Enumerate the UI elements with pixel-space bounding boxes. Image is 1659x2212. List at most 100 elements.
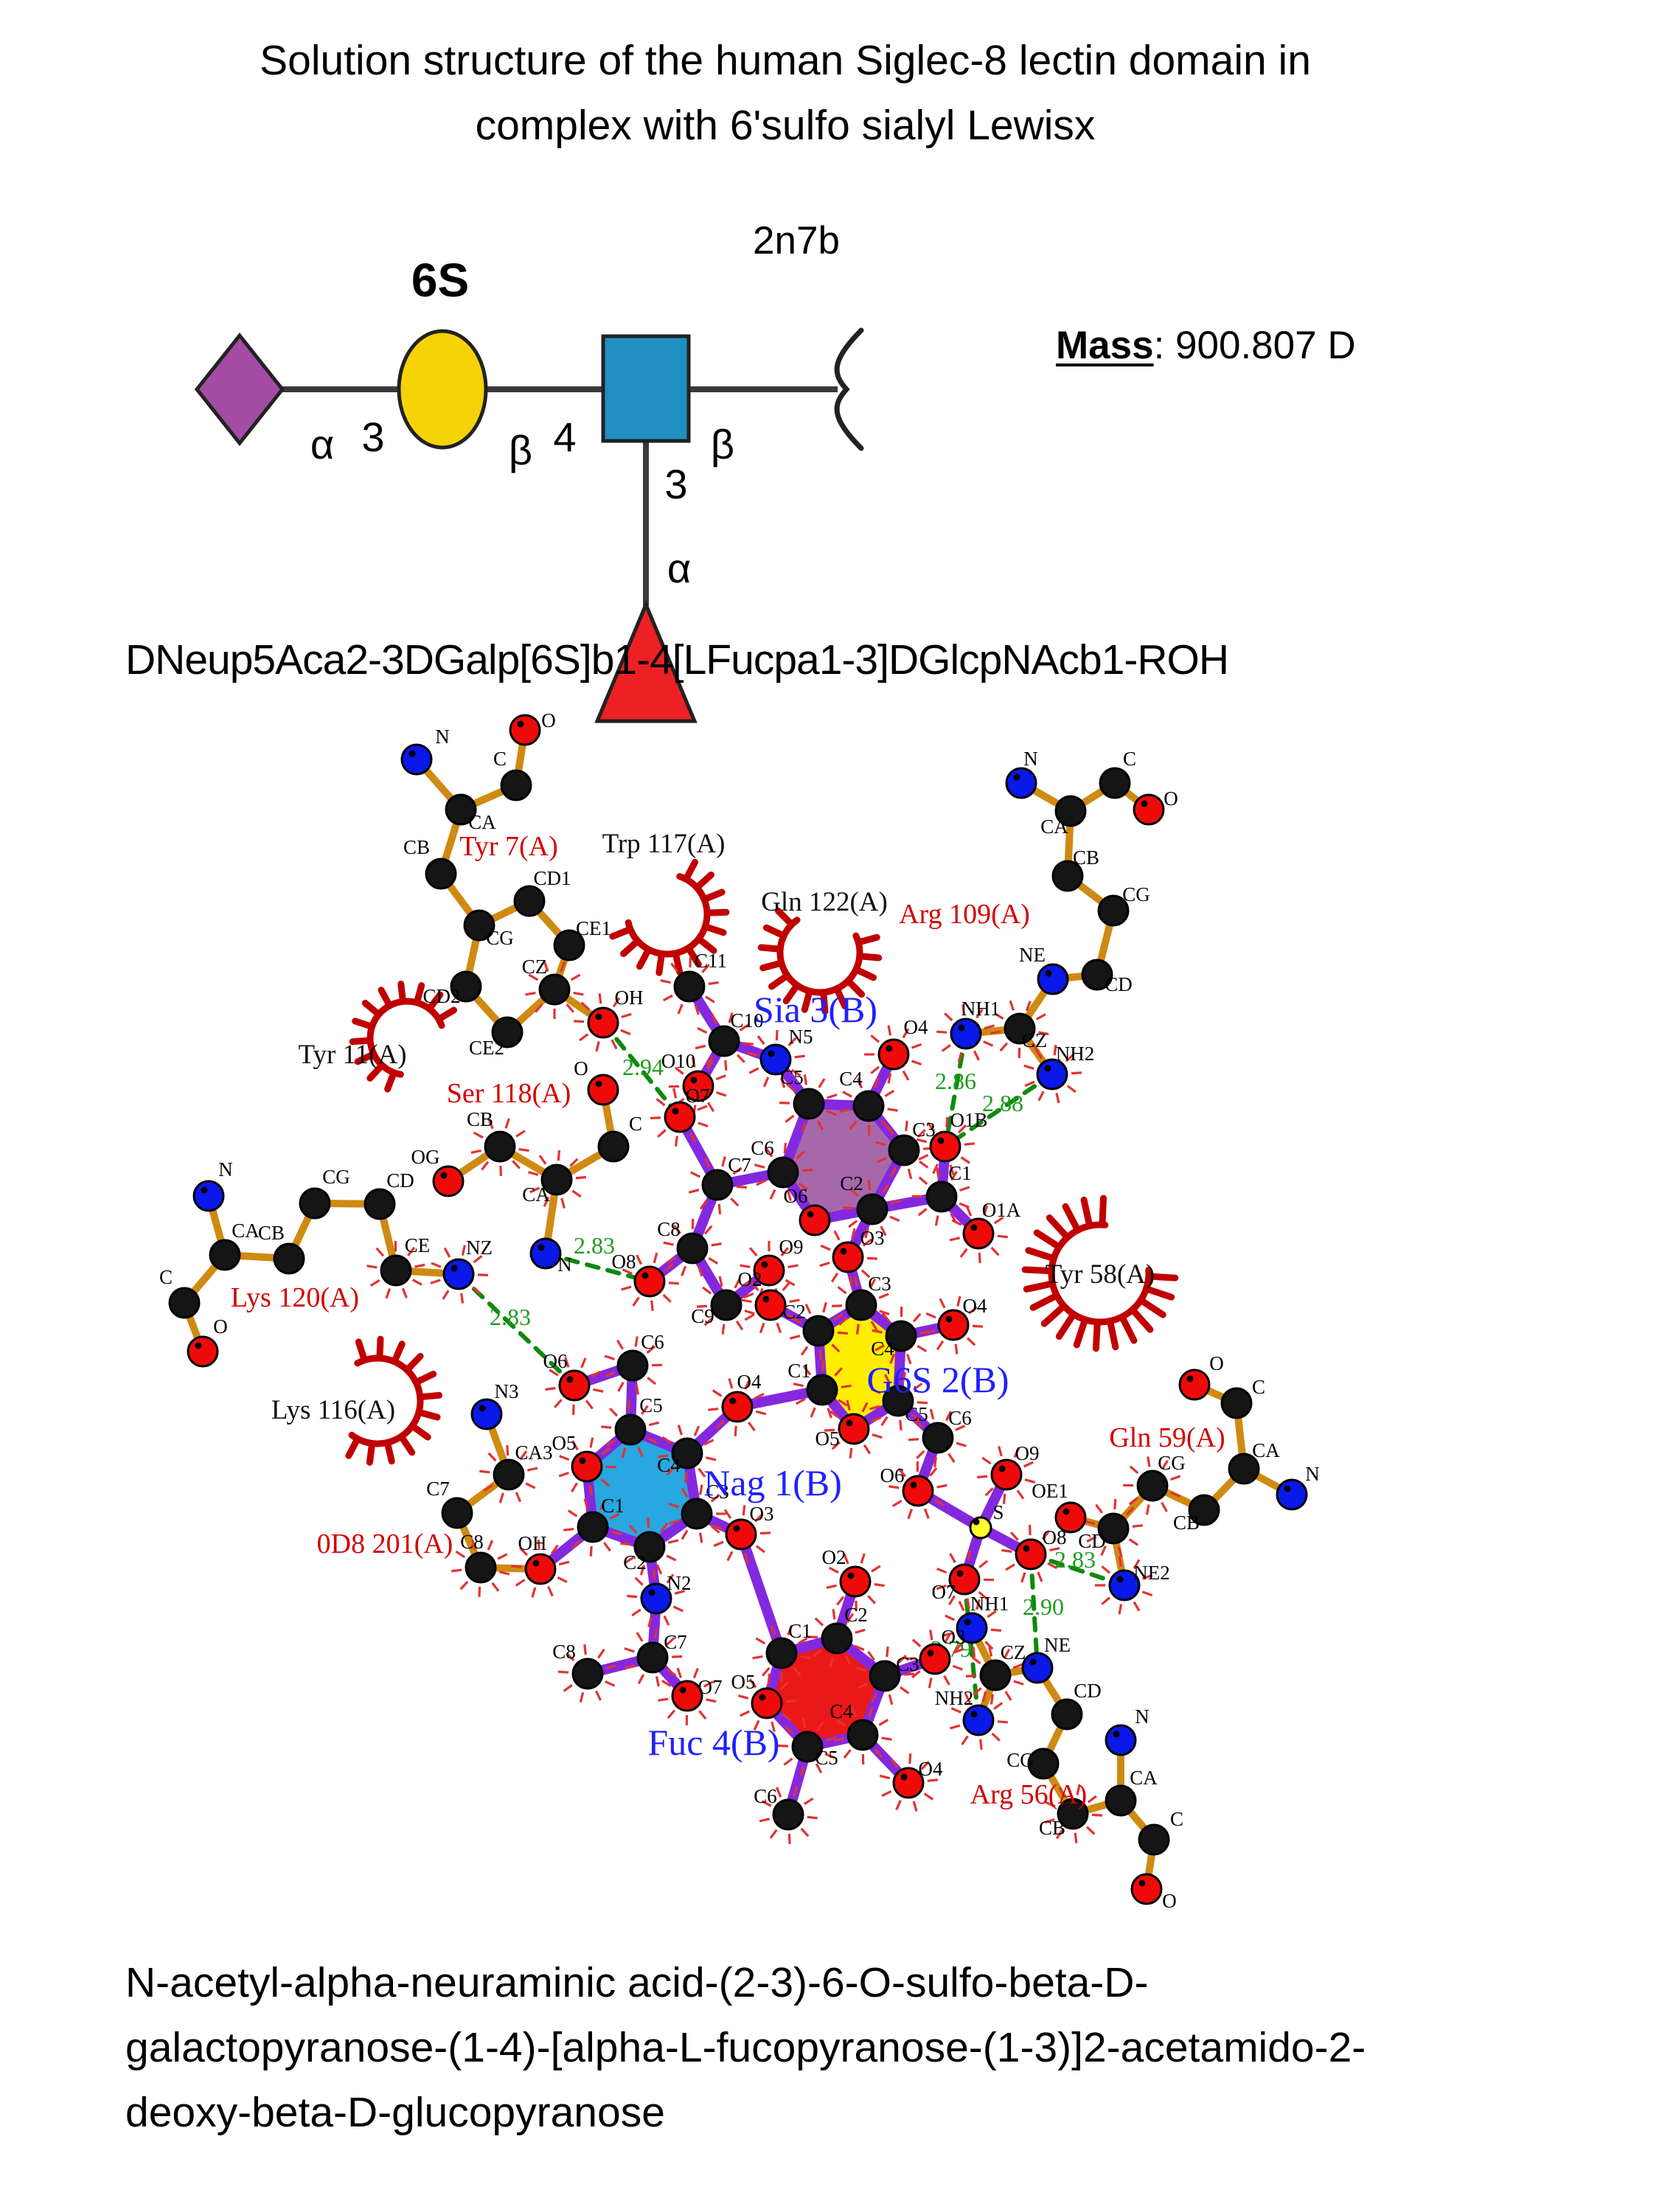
arg56-atomlabel-NH1: NH1 bbox=[970, 1593, 1009, 1615]
atom-rays bbox=[967, 1306, 978, 1315]
atom-rays bbox=[897, 1467, 907, 1478]
atom-rays bbox=[647, 1436, 658, 1444]
glycan-formula: DNeup5Aca2-3DGalp[6S]b1-4[LFucpa1-3]DGlc… bbox=[125, 636, 1229, 684]
atom-rays bbox=[828, 1566, 839, 1574]
atom-rays bbox=[442, 1290, 450, 1300]
atom-rays bbox=[836, 1596, 845, 1606]
sia-atom-O4 bbox=[877, 1038, 910, 1071]
glycosidic-bond-2 bbox=[736, 1529, 787, 1658]
fuc-atom-O2 bbox=[839, 1565, 872, 1598]
gln59-atomlabel-N: N bbox=[1305, 1463, 1320, 1485]
atom-rays bbox=[1016, 1489, 1025, 1500]
atom-rays bbox=[748, 1678, 757, 1688]
sia-atomlabel-O3: O3 bbox=[860, 1227, 885, 1249]
gln59-atom-CB bbox=[1188, 1494, 1220, 1526]
atom-rays bbox=[491, 1582, 500, 1592]
atom-rays bbox=[515, 1492, 522, 1503]
tyr7-atom-CG bbox=[463, 909, 495, 942]
sia-atomlabel-C2: C2 bbox=[840, 1172, 863, 1194]
atom-rays bbox=[646, 1345, 656, 1354]
ser118-atom-CA bbox=[540, 1164, 573, 1196]
atom-rays bbox=[854, 1276, 859, 1287]
atom-rays bbox=[1024, 1478, 1036, 1484]
atom-rays bbox=[621, 1447, 627, 1458]
atom-rays bbox=[666, 1573, 675, 1584]
atom-rays bbox=[800, 1346, 809, 1356]
atom-rays bbox=[961, 1735, 969, 1746]
atom-rays bbox=[636, 1254, 643, 1265]
arc-tick bbox=[1129, 1306, 1154, 1333]
atom-rays bbox=[1147, 1456, 1151, 1467]
atom-highlight bbox=[648, 1589, 655, 1596]
lys120-atom-C bbox=[168, 1287, 201, 1319]
atom-rays bbox=[611, 1530, 622, 1536]
atom-rays bbox=[957, 1124, 967, 1134]
atom-highlight bbox=[595, 1080, 602, 1088]
atom-highlight bbox=[807, 1211, 814, 1218]
arc-tick bbox=[352, 1018, 375, 1030]
atom-rays bbox=[599, 1499, 606, 1510]
atom-rays bbox=[929, 1408, 935, 1420]
gln59-atom-C bbox=[1220, 1387, 1253, 1419]
arc-tick bbox=[682, 858, 699, 883]
arc-tick bbox=[801, 987, 813, 1013]
atom-highlight bbox=[1045, 970, 1052, 977]
atom-rays bbox=[993, 1216, 1004, 1225]
atom-rays bbox=[639, 1565, 645, 1576]
atom-rays bbox=[884, 1374, 891, 1385]
atom-highlight bbox=[679, 1686, 686, 1694]
atom-rays bbox=[625, 1663, 636, 1670]
atom-highlight bbox=[886, 1045, 893, 1052]
atom-rays bbox=[825, 1736, 836, 1742]
arc-tick bbox=[855, 933, 880, 946]
atom-rays bbox=[759, 1531, 771, 1535]
arc-tick bbox=[354, 1050, 378, 1065]
atom-rays bbox=[598, 993, 602, 1004]
nag-atomlabel-C6: C6 bbox=[641, 1331, 664, 1353]
page-title: Solution structure of the human Siglec-8… bbox=[0, 28, 1571, 159]
atom-rays bbox=[519, 1450, 528, 1461]
atom-rays bbox=[1071, 1071, 1082, 1075]
arc-tick bbox=[856, 953, 883, 961]
tyr7-atomlabel-CE1: CE1 bbox=[576, 917, 611, 939]
atom-rays bbox=[917, 1345, 928, 1352]
sia-atom-C1 bbox=[925, 1180, 958, 1213]
atom-rays bbox=[846, 1613, 855, 1624]
sia-atom-O6 bbox=[799, 1204, 831, 1237]
atom-rays bbox=[650, 1300, 654, 1311]
atom-rays bbox=[666, 1256, 677, 1264]
g6s-atom-O2 bbox=[754, 1289, 787, 1321]
atom-rays bbox=[830, 1410, 840, 1419]
atom-rays bbox=[692, 1668, 699, 1679]
gln59-atom-CD bbox=[1097, 1512, 1130, 1545]
atom-rays bbox=[1024, 1080, 1035, 1088]
atom-rays bbox=[888, 1485, 900, 1489]
atom-rays bbox=[827, 1093, 838, 1099]
atom-highlight bbox=[733, 1525, 740, 1532]
fuc-atom-O3 bbox=[919, 1643, 951, 1675]
tyr7-atomlabel-OH: OH bbox=[615, 987, 644, 1009]
atom-rays bbox=[470, 1149, 481, 1154]
g6s-atomlabel-O2: O2 bbox=[738, 1268, 762, 1290]
arc-tick bbox=[415, 1408, 441, 1421]
atom-rays bbox=[849, 1120, 858, 1130]
atom-rays bbox=[545, 1387, 556, 1391]
arc-tick bbox=[1055, 1310, 1077, 1340]
atom-rays bbox=[797, 1637, 808, 1645]
atom-rays bbox=[990, 1694, 994, 1705]
arc-tick bbox=[378, 987, 393, 1009]
atom-rays bbox=[1086, 1535, 1097, 1543]
sia-atomlabel-C6: C6 bbox=[751, 1137, 774, 1159]
atom-highlight bbox=[1116, 1576, 1124, 1583]
atom-rays bbox=[824, 1753, 835, 1759]
atom-rays bbox=[880, 1416, 888, 1427]
atom-rays bbox=[1169, 1491, 1180, 1498]
atom-rays bbox=[677, 1004, 684, 1015]
sia-atom-O3 bbox=[832, 1241, 864, 1273]
atom-rays bbox=[571, 1189, 582, 1198]
glcnac-square bbox=[601, 334, 691, 443]
atom-rays bbox=[585, 1399, 594, 1410]
fuc-atomlabel-C6: C6 bbox=[754, 1785, 777, 1807]
nag-atomlabel-O5: O5 bbox=[552, 1432, 577, 1454]
atom-rays bbox=[657, 1129, 667, 1138]
